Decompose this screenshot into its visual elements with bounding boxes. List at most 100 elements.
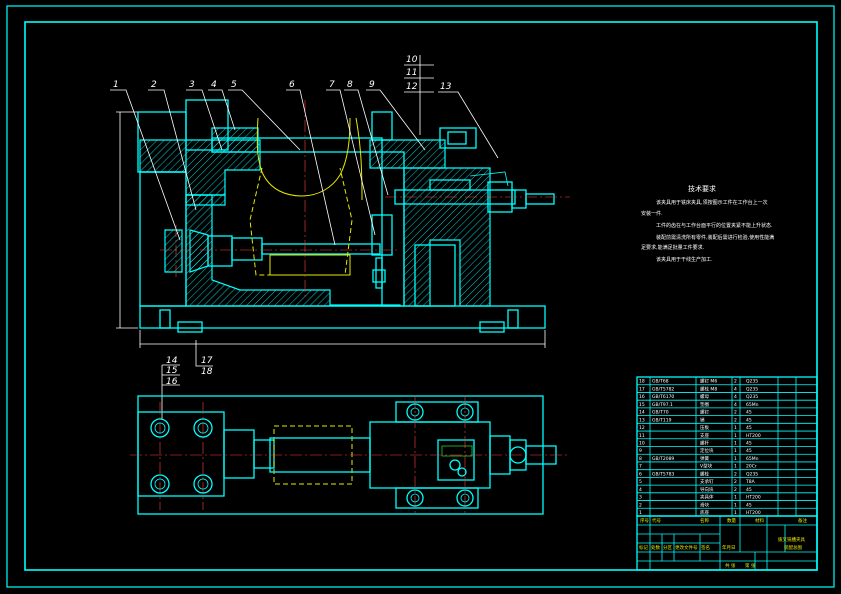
bom-cell-code: GB/T70 [652, 410, 669, 416]
footer-cell-3: 更改文件号 [675, 544, 698, 551]
bom-cell-code: GB/T97.1 [652, 402, 673, 408]
part-label-10: 10 [406, 55, 418, 65]
part-label-11: 11 [406, 68, 417, 78]
drawing-subtitle: 装配总图 [784, 544, 802, 551]
bom-cell-material: HT200 [746, 510, 761, 516]
bom-cell-no: 5 [639, 479, 642, 485]
tech-req-line-5: 足要求,能满足批量工件要求. [641, 244, 705, 251]
bom-cell-qty: 1 [734, 448, 737, 454]
header-cell-4: 材料 [755, 517, 764, 524]
bom-cell-name: 螺钉 M6 [700, 378, 717, 385]
bom-cell-material: 65Mn [746, 402, 759, 408]
bom-cell-material: Q235 [746, 471, 758, 477]
bom-cell-code: GB/T5783 [652, 471, 674, 477]
bom-cell-name: 销 [700, 416, 705, 423]
title-block: 拨叉铣槽夹具 装配总图 序号 代号 名称 数量 材料 备注 标记 处数 分区 更… [636, 515, 818, 571]
bom-cell-qty: 2 [734, 487, 737, 493]
part-label-3: 3 [189, 80, 195, 90]
footer-cell-5: 年月日 [722, 544, 736, 551]
bom-cell-material: 45 [746, 410, 752, 416]
bom-cell-qty: 4 [734, 402, 737, 408]
header-cell-0: 序号 [640, 517, 649, 524]
bom-cell-material: 20Cr [746, 464, 757, 470]
bom-cell-name: 支承钉 [700, 478, 714, 485]
bom-cell-name: 螺母 [700, 393, 709, 400]
bom-cell-no: 16 [639, 394, 645, 400]
part-label-1: 1 [113, 80, 119, 90]
bom-cell-qty: 1 [734, 456, 737, 462]
header-cell-1: 代号 [652, 517, 661, 524]
bom-cell-no: 14 [639, 410, 645, 416]
bom-cell-no: 3 [639, 495, 642, 501]
bom-cell-no: 11 [639, 433, 645, 439]
tech-req-title: 技术要求 [688, 184, 716, 193]
part-label-12: 12 [406, 82, 418, 92]
header-cell-2: 名称 [700, 517, 709, 524]
part-label-7: 7 [329, 80, 335, 90]
part-label-18: 18 [201, 367, 213, 377]
footer-cell-2: 分区 [663, 544, 672, 551]
bom-cell-name: 弹簧 [700, 455, 709, 462]
part-label-15: 15 [166, 366, 178, 376]
tech-req-line-3: 工件的齿在与工作台面平行的位置夹紧不能上升状态. [656, 222, 773, 229]
bom-cell-code: GB/T68 [652, 379, 669, 385]
bom-cell-qty: 1 [734, 433, 737, 439]
sheet-total: 共 张 [725, 562, 736, 569]
bom-cell-qty: 1 [734, 425, 737, 431]
bom-cell-material: 45 [746, 502, 752, 508]
bom-cell-code: GB/T119 [652, 417, 672, 423]
bom-cell-no: 4 [639, 487, 642, 493]
inner-border [24, 21, 818, 571]
footer-cell-1: 处数 [651, 544, 660, 551]
outer-border [6, 5, 835, 588]
header-cell-5: 备注 [798, 517, 807, 524]
part-label-5: 5 [231, 80, 237, 90]
bolt-head-icon [150, 403, 527, 507]
part-label-6: 6 [289, 80, 295, 90]
bom-cell-name: 螺栓 M8 [700, 385, 717, 392]
bom-cell-qty: 2 [734, 479, 737, 485]
part-label-9: 9 [369, 80, 375, 90]
bom-cell-qty: 1 [734, 510, 737, 516]
bom-cell-qty: 1 [734, 464, 737, 470]
bom-cell-no: 18 [639, 379, 645, 385]
part-label-8: 8 [347, 80, 353, 90]
tech-req-line-2: 安装一件. [641, 210, 663, 217]
bom-cell-qty: 1 [734, 502, 737, 508]
bom-cell-name: 导向块 [700, 486, 714, 493]
bom-cell-qty: 1 [734, 495, 737, 501]
header-cell-3: 数量 [727, 517, 736, 524]
bom-cell-code: GB/T2089 [652, 456, 674, 462]
bom-cell-name: 螺杆 [700, 440, 709, 447]
bom-cell-no: 10 [639, 441, 645, 447]
bom-cell-code: GB/T6170 [652, 394, 674, 400]
bom-cell-name: 夹具体 [700, 494, 714, 501]
bom-cell-no: 13 [639, 417, 645, 423]
tech-req-line-1: 该夹具用于铣床夹具,须按图示工件在工作台上一次 [656, 199, 768, 206]
bom-cell-no: 17 [639, 386, 645, 392]
drawing-title: 拨叉铣槽夹具 [778, 536, 805, 543]
bom-cell-name: 定位块 [700, 447, 714, 454]
bom-cell-code: GB/T5782 [652, 386, 674, 392]
bom-cell-material: Q235 [746, 379, 758, 385]
bom-cell-material: HT200 [746, 433, 761, 439]
part-label-2: 2 [151, 80, 157, 90]
bom-cell-name: 螺钉 [700, 409, 709, 416]
footer-cell-4: 签名 [701, 544, 710, 551]
bom-cell-material: 65Mn [746, 456, 759, 462]
bom-cell-no: 1 [639, 510, 642, 516]
bom-cell-no: 2 [639, 502, 642, 508]
bom-cell-qty: 2 [734, 417, 737, 423]
bom-cell-material: 45 [746, 441, 752, 447]
bom-cell-material: 45 [746, 487, 752, 493]
bom-cell-qty: 1 [734, 441, 737, 447]
bom-cell-name: 垫圈 [700, 401, 709, 408]
part-label-17: 17 [201, 356, 213, 366]
tech-req-line-6: 该夹具用于干线生产加工. [656, 256, 713, 263]
bom-cell-qty: 2 [734, 471, 737, 477]
footer-cell-0: 标记 [639, 544, 648, 551]
front-section-view [110, 55, 570, 420]
bom-cell-name: 压板 [700, 424, 709, 431]
